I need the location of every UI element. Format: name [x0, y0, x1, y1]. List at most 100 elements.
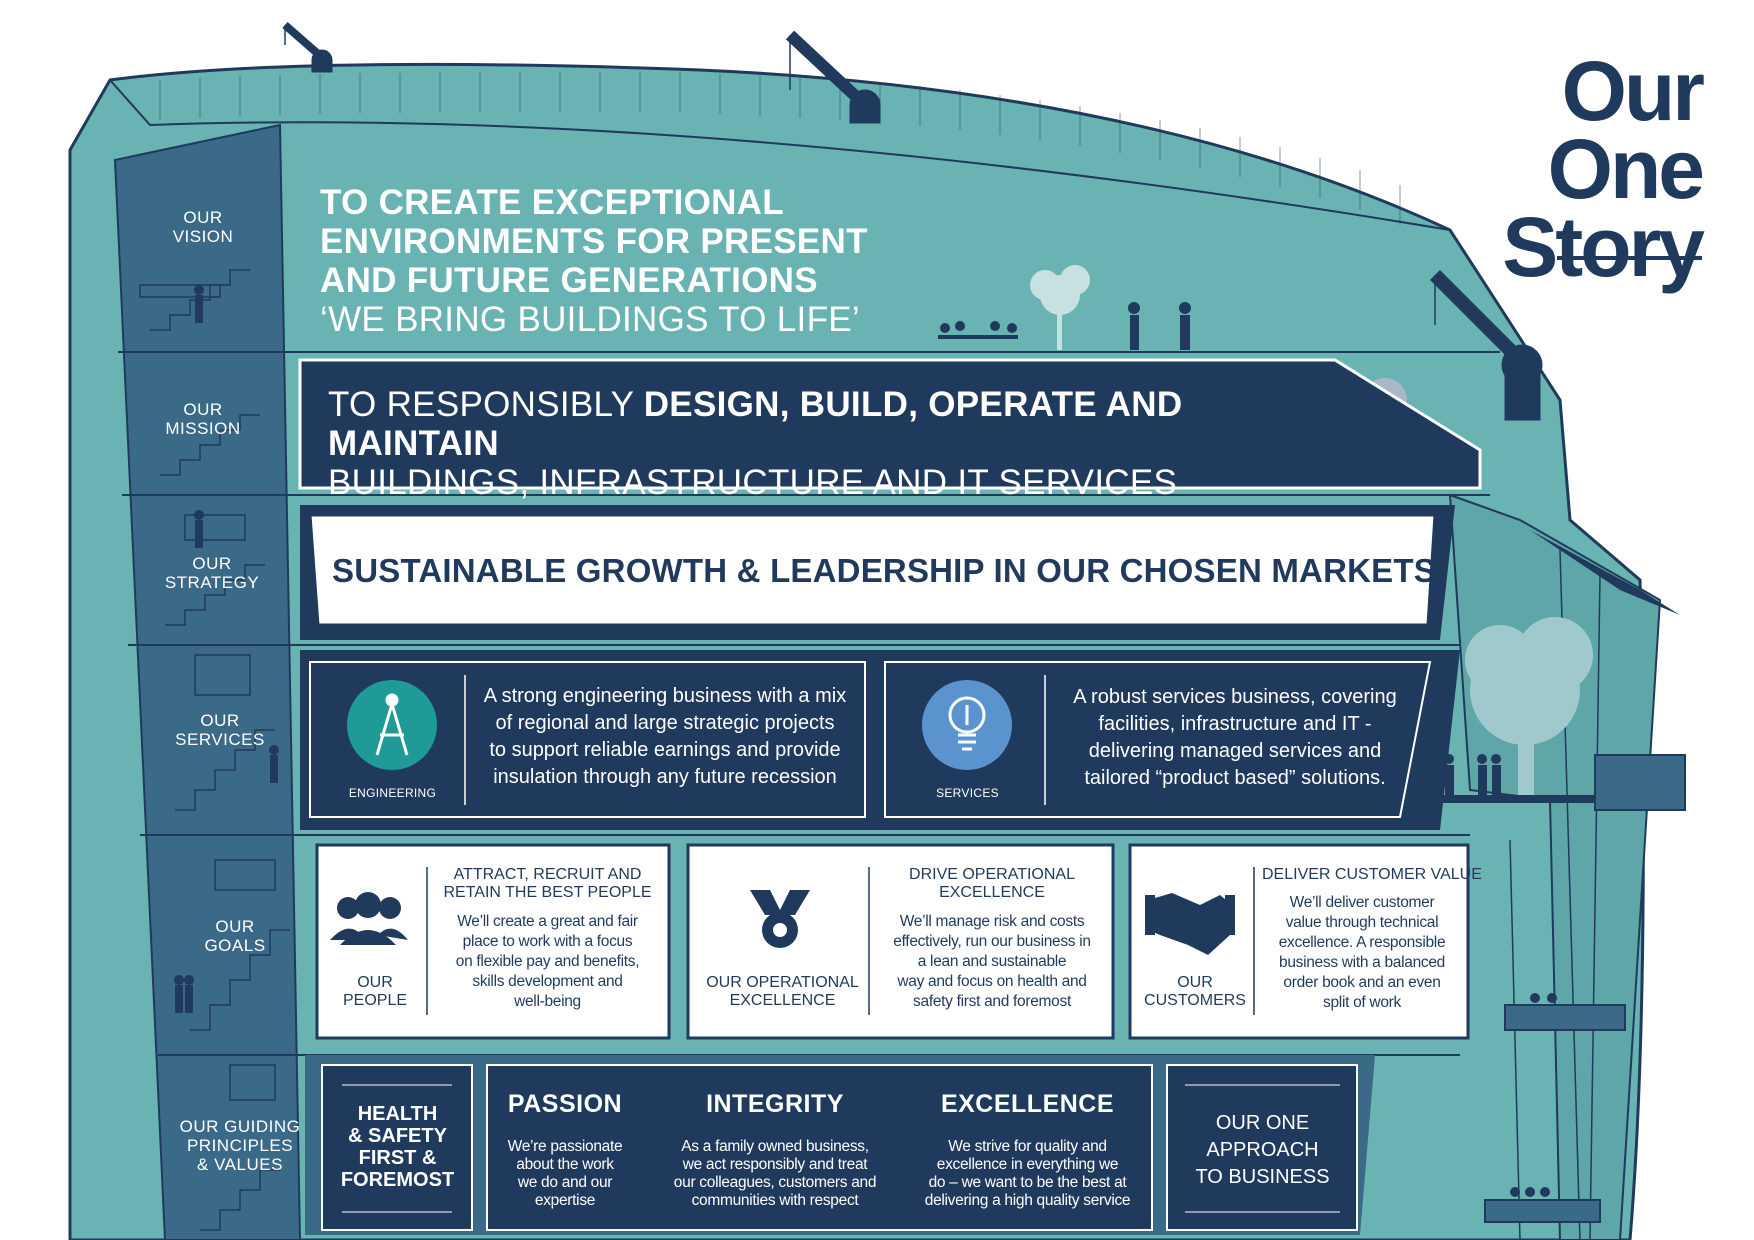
label-vision: OUR VISION	[163, 208, 243, 246]
desc-line: delivering managed services and	[1088, 740, 1382, 762]
desc-line: insulation through any future recession	[493, 766, 837, 788]
customers-heading: DELIVER CUSTOMER VALUE	[1262, 866, 1482, 883]
logo: Our One Story	[1480, 49, 1705, 294]
desc-line: tailored “product based” solutions.	[1084, 767, 1386, 789]
value-line: TO BUSINESS	[1195, 1166, 1330, 1188]
mission-lead: TO RESPONSIBLY	[328, 385, 644, 424]
goal-line: We’ll deliver customer	[1289, 894, 1435, 911]
value-line: about the work	[516, 1156, 614, 1173]
goal-label-line: PEOPLE	[342, 992, 408, 1009]
logo-line-3: Story	[1502, 200, 1705, 294]
goal-label-line: OUR	[357, 974, 393, 991]
label-line: & VALUES	[197, 1155, 283, 1174]
people-label: OUR PEOPLE	[330, 974, 420, 1010]
crane-icon	[1430, 270, 1543, 421]
tree-icon	[1030, 265, 1090, 350]
crane-icon	[785, 30, 881, 124]
engineering-description: A strong engineering business with a mix…	[475, 683, 855, 791]
mission-bold: DESIGN, BUILD, OPERATE AND MAINTAIN	[328, 385, 1183, 463]
goal-line: business with a balanced	[1279, 954, 1445, 971]
goal-head-line: RETAIN THE BEST PEOPLE	[443, 884, 652, 901]
mission-panel	[298, 358, 1482, 490]
services-icon-label: SERVICES	[936, 786, 999, 800]
desc-line: A strong engineering business with a mix	[483, 685, 847, 707]
label-line: VISION	[172, 227, 234, 246]
goal-label-line: OUR	[1177, 974, 1213, 991]
label-line: OUR	[192, 554, 232, 573]
value-line: delivering a high quality service	[924, 1192, 1131, 1209]
goal-line: place to work with a focus	[462, 933, 633, 950]
label-line: MISSION	[165, 419, 241, 438]
excellence-description: We strive for quality and excellence in …	[910, 1138, 1145, 1210]
vision-line: ENVIRONMENTS FOR PRESENT	[320, 222, 868, 261]
people-heading: ATTRACT, RECRUIT AND RETAIN THE BEST PEO…	[435, 866, 660, 902]
value-line: FIRST &	[358, 1147, 437, 1169]
vision-statement: TO CREATE EXCEPTIONAL ENVIRONMENTS FOR P…	[320, 183, 920, 339]
health-safety-value: HEALTH & SAFETY FIRST & FOREMOST	[325, 1103, 470, 1191]
handshake-icon	[1145, 893, 1235, 955]
lightbulb-icon	[948, 696, 986, 751]
value-line: our colleagues, customers and	[673, 1174, 877, 1191]
strategy-panel	[308, 513, 1437, 627]
label-line: OUR	[183, 400, 223, 419]
goal-line: split of work	[1323, 994, 1401, 1011]
one-approach-value: OUR ONE APPROACH TO BUSINESS	[1170, 1110, 1355, 1191]
label-line: OUR	[200, 711, 240, 730]
goal-line: effectively, run our business in	[893, 933, 1091, 950]
tree-icon	[1465, 617, 1593, 795]
label-values: OUR GUIDING PRINCIPLES & VALUES	[175, 1117, 305, 1174]
vision-line: TO CREATE EXCEPTIONAL	[320, 183, 784, 222]
label-line: SERVICES	[175, 730, 265, 749]
value-line: do – we want to be the best at	[928, 1174, 1127, 1191]
value-line: communities with respect	[691, 1192, 859, 1209]
label-line: OUR GUIDING	[179, 1117, 301, 1136]
goal-label-line: OUR OPERATIONAL	[706, 974, 859, 991]
goal-head-line: EXCELLENCE	[939, 884, 1045, 901]
stair-column	[113, 123, 302, 1240]
people-description: We’ll create a great and fair place to w…	[435, 912, 660, 1012]
goal-line: order book and an even	[1283, 974, 1441, 991]
value-line: We’re passionate	[507, 1138, 623, 1155]
value-line: expertise	[534, 1192, 596, 1209]
health-box	[321, 1064, 473, 1231]
desc-line: A robust services business, covering	[1073, 686, 1397, 708]
value-line: we do and our	[517, 1174, 613, 1191]
goal-line: We’ll create a great and fair	[457, 913, 638, 930]
value-line: OUR ONE	[1215, 1112, 1310, 1134]
value-line: we act responsibly and treat	[682, 1156, 868, 1173]
label-line: GOALS	[204, 936, 266, 955]
excellence-heading: EXCELLENCE	[940, 1090, 1115, 1118]
integrity-heading: INTEGRITY	[706, 1090, 844, 1118]
value-line: HEALTH	[357, 1103, 438, 1125]
value-line: We strive for quality and	[948, 1138, 1107, 1155]
mission-line-2: BUILDINGS, INFRASTRUCTURE AND IT SERVICE…	[328, 463, 1178, 502]
goal-label-line: CUSTOMERS	[1144, 992, 1246, 1009]
values-box	[486, 1064, 1153, 1231]
goal-line: We’ll manage risk and costs	[899, 913, 1085, 930]
goal-line: way and focus on health and	[897, 973, 1087, 990]
value-line: As a family owned business,	[681, 1138, 869, 1155]
label-line: STRATEGY	[164, 573, 260, 592]
label-line: OUR	[183, 208, 223, 227]
integrity-description: As a family owned business, we act respo…	[660, 1138, 890, 1210]
value-line: FOREMOST	[340, 1169, 455, 1191]
label-services: OUR SERVICES	[170, 711, 270, 749]
goal-line: value through technical	[1285, 914, 1439, 931]
compass-icon-bg	[347, 680, 437, 770]
value-line: excellence in everything we	[936, 1156, 1119, 1173]
goal-line: safety first and foremost	[913, 993, 1071, 1010]
services-description: A robust services business, covering fac…	[1055, 684, 1415, 792]
goal-line: skills development and	[472, 973, 623, 990]
desc-line: to support reliable earnings and provide	[489, 739, 841, 761]
goal-line: on flexible pay and benefits,	[455, 953, 640, 970]
desc-line: of regional and large strategic projects	[495, 712, 835, 734]
services-box	[884, 661, 1432, 818]
vision-tagline: ‘WE BRING BUILDINGS TO LIFE’	[320, 300, 860, 339]
logo-line-2: One	[1547, 122, 1705, 216]
value-line: & SAFETY	[348, 1125, 447, 1147]
operational-description: We’ll manage risk and costs effectively,…	[878, 912, 1106, 1012]
customers-description: We’ll deliver customer value through tec…	[1262, 893, 1462, 1013]
label-goals: OUR GOALS	[190, 917, 280, 955]
label-mission: OUR MISSION	[163, 400, 243, 438]
